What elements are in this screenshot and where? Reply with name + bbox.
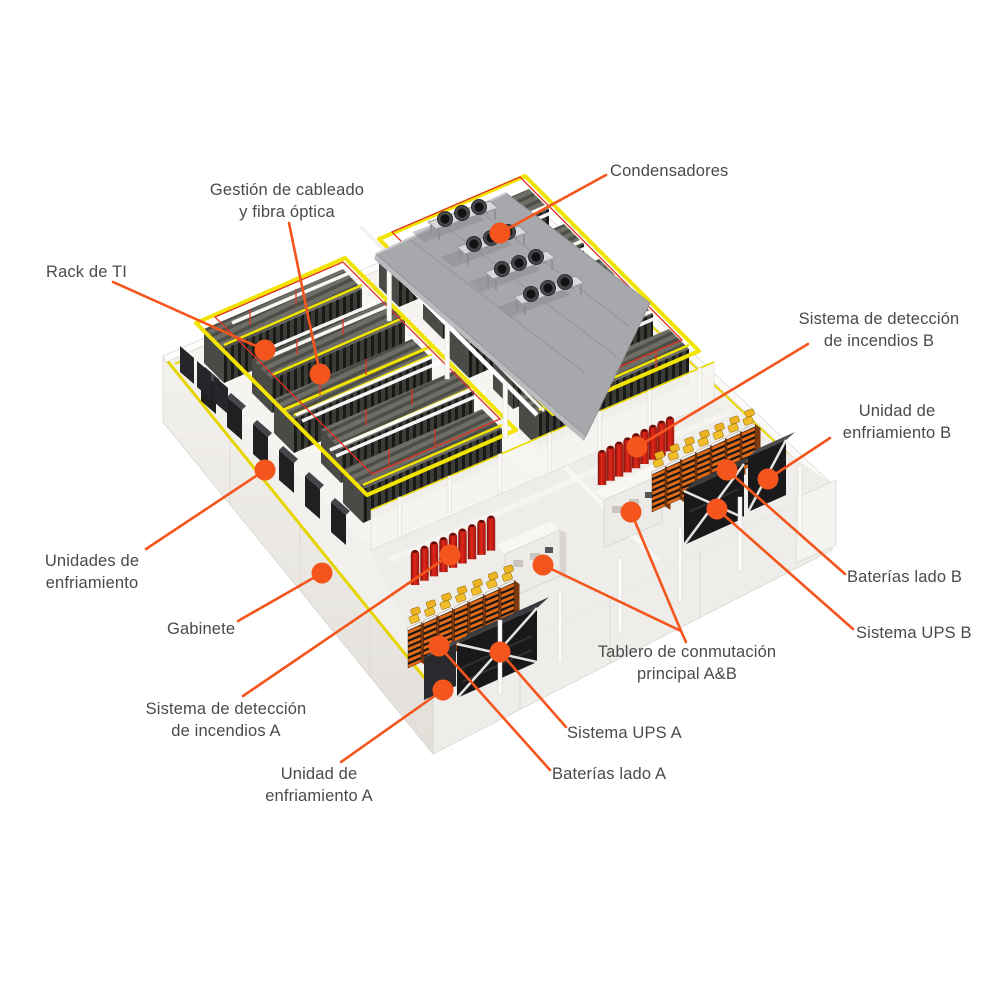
callout-line-deteccion-b bbox=[635, 342, 810, 449]
callout-line-baterias-b bbox=[725, 468, 847, 576]
callout-dot-gabinete bbox=[311, 562, 333, 584]
callout-dot-gestion bbox=[309, 363, 331, 385]
label-baterias-lado-b: Baterías lado B bbox=[847, 568, 963, 586]
callout-line-enfriamiento-b bbox=[766, 436, 832, 481]
label-condensadores: Condensadores bbox=[610, 162, 729, 180]
callout-dot-tablero-b bbox=[620, 501, 642, 523]
label-gabinete: Gabinete bbox=[167, 620, 236, 638]
label-sistema-ups-b: Sistema UPS B bbox=[856, 624, 972, 642]
callout-line-enfriamiento-a bbox=[339, 688, 445, 764]
hall-a bbox=[194, 251, 518, 523]
callout-line-condensadores bbox=[498, 173, 608, 235]
roof bbox=[374, 192, 651, 441]
callouts bbox=[111, 173, 855, 772]
perimeter-cooling-units bbox=[180, 346, 350, 545]
callout-dot-enfriamiento-a bbox=[432, 679, 454, 701]
cable-tray-yellow-a bbox=[194, 256, 518, 497]
callout-line-gabinete bbox=[236, 571, 324, 623]
callout-dot-tablero-a bbox=[532, 554, 554, 576]
callout-dot-baterias-b bbox=[716, 459, 738, 481]
callout-line-ups-a bbox=[498, 650, 568, 729]
callout-dots bbox=[254, 222, 779, 701]
callout-dot-deteccion-b bbox=[626, 436, 648, 458]
callout-line-rack-ti bbox=[111, 280, 267, 352]
callout-line-unidades bbox=[144, 468, 267, 551]
callout-line-gestion bbox=[287, 221, 322, 376]
callout-dot-rack-ti bbox=[254, 339, 276, 361]
power-rooms bbox=[370, 361, 837, 700]
callout-dot-ups-b bbox=[706, 498, 728, 520]
callout-dot-deteccion-a bbox=[439, 544, 461, 566]
label-rack-ti: Rack de TI bbox=[46, 263, 127, 281]
callout-dot-baterias-a bbox=[428, 635, 450, 657]
callout-line-deteccion-a bbox=[241, 553, 452, 698]
callout-line-ups-b bbox=[715, 507, 855, 631]
callout-dot-ups-a bbox=[489, 641, 511, 663]
sw-hazard-stripe bbox=[163, 357, 433, 687]
callout-line-baterias-a bbox=[437, 644, 552, 772]
label-baterias-lado-a: Baterías lado A bbox=[552, 765, 667, 783]
cooling-unit-row-nw bbox=[180, 346, 228, 414]
label-sistema-ups-a: Sistema UPS A bbox=[567, 724, 682, 742]
callout-dot-condensadores bbox=[489, 222, 511, 244]
corner-wall-east bbox=[795, 479, 837, 564]
callout-line-tablero-a bbox=[541, 563, 683, 633]
callout-dot-enfriamiento-b bbox=[757, 468, 779, 490]
callout-dot-unidades bbox=[254, 459, 276, 481]
